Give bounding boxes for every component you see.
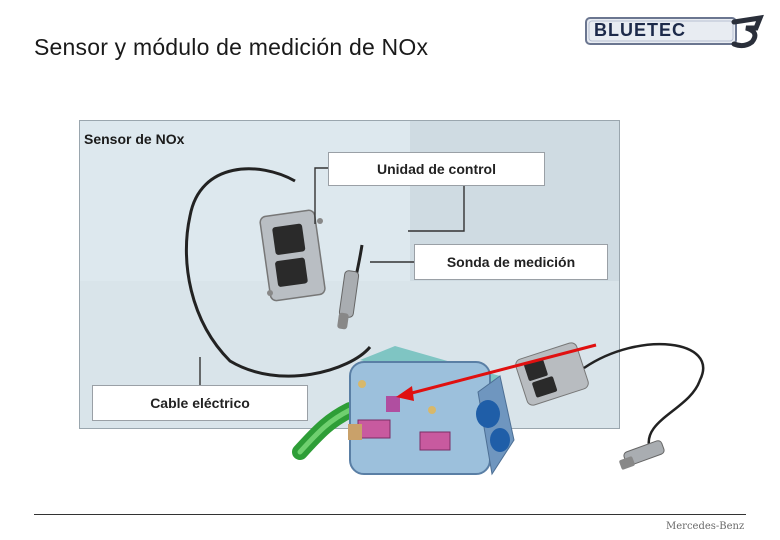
logo-text: BLUETEC — [594, 20, 686, 40]
control-unit — [259, 209, 326, 302]
nox-control-unit-3d — [515, 342, 705, 470]
callout-cable: Cable eléctrico — [92, 385, 308, 421]
measurement-probe — [337, 244, 364, 330]
callout-probe: Sonda de medición — [414, 244, 608, 280]
slide-title: Sensor y módulo de medición de NOx — [34, 34, 429, 60]
red-arrow-icon — [396, 343, 597, 401]
callout-control-unit: Unidad de control — [328, 152, 545, 186]
bluetec-logo: BLUETEC — [584, 14, 764, 50]
figure-title: Sensor de NOx — [84, 131, 185, 147]
footer-brand: Mercedes-Benz — [666, 521, 745, 532]
scr-module — [348, 346, 515, 476]
footer-rule — [34, 514, 746, 515]
